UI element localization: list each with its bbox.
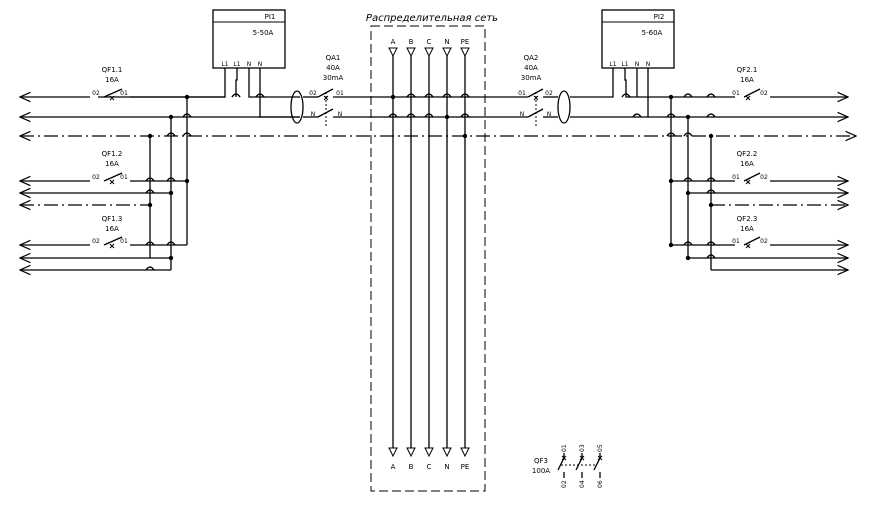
breaker-qf1-3-pin-in: 02	[92, 238, 100, 245]
breaker-qf2-2: QF2.2 16A 01 02	[732, 150, 768, 185]
meter-pi1-terminal-3: N	[247, 61, 252, 68]
bus-arrows-bottom	[388, 447, 470, 458]
breaker-qf2-1-id: QF2.1	[737, 66, 758, 74]
main-breaker-qf3-pin-04: 04	[579, 480, 586, 488]
main-breaker-qf3-pin-01: 01	[561, 444, 568, 452]
rcd-qa1-pin-1: 02	[309, 90, 317, 97]
bus-label-bottom-n: N	[444, 463, 449, 471]
rcd-qa2-pin-2: 02	[545, 90, 553, 97]
meter-pi1-terminal-4: N	[258, 61, 263, 68]
bus-label-top-n: N	[444, 38, 449, 46]
rcd-qa2-current: 40A	[524, 64, 538, 72]
breaker-qf1-3-pin-out: 01	[120, 238, 128, 245]
main-breaker-qf3-pin-02: 02	[561, 480, 568, 488]
main-breaker-qf3-pin-03: 03	[579, 444, 586, 452]
main-breaker-qf3-pin-06: 06	[597, 480, 604, 488]
breaker-qf1-3-rating: 16A	[105, 225, 119, 233]
meter-pi1: PI1 5-50A L1 L1 N N	[212, 9, 286, 69]
bus-labels-top: A B C N PE	[391, 38, 470, 46]
breaker-qf1-2: QF1.2 16A 02 01	[92, 150, 128, 185]
rcd-qa2-pin-1: 01	[518, 90, 526, 97]
rcd-qa1-leak: 30mA	[323, 74, 344, 82]
breaker-qf2-3: QF2.3 16A 01 02	[732, 215, 768, 249]
breaker-qf1-3: QF1.3 16A 02 01	[92, 215, 128, 249]
distribution-network-title: Распределительная сеть	[366, 13, 498, 24]
meter-pi1-terminal-1: L1	[221, 61, 228, 68]
rcd-qa2-pin-3: N	[520, 111, 525, 118]
distribution-network: Распределительная сеть A B C N PE	[366, 13, 498, 492]
left-wiring	[20, 68, 856, 270]
breaker-qf2-1-rating: 16A	[740, 76, 754, 84]
breaker-qf2-2-pin-out: 02	[760, 174, 768, 181]
breaker-qf2-1-pin-out: 02	[760, 90, 768, 97]
meter-pi2-id: PI2	[654, 13, 665, 21]
main-breaker-qf3: QF3 100A 01 03 05 02 04 06	[532, 444, 604, 488]
breaker-qf1-2-id: QF1.2	[102, 150, 123, 158]
rcd-qa2-pin-4: N	[547, 111, 552, 118]
breaker-qf2-2-id: QF2.2	[737, 150, 758, 158]
bus-label-top-b: B	[409, 38, 414, 46]
bus-label-bottom-b: B	[409, 463, 414, 471]
rcd-qa1-id: QA1	[326, 54, 341, 62]
breaker-qf2-2-rating: 16A	[740, 160, 754, 168]
main-breaker-qf3-pin-05: 05	[597, 444, 604, 452]
rcd-qa1-current: 40A	[326, 64, 340, 72]
breaker-qf2-1: QF2.1 16A 01 02	[732, 66, 768, 101]
bus-lines	[392, 56, 466, 448]
meter-pi2-terminal-2: L1	[621, 61, 628, 68]
breaker-qf2-3-pin-out: 02	[760, 238, 768, 245]
meter-pi2-terminal-4: N	[646, 61, 651, 68]
bus-label-top-pe: PE	[461, 38, 470, 46]
rcd-qa2-leak: 30mA	[521, 74, 542, 82]
breaker-qf1-1-id: QF1.1	[102, 66, 123, 74]
distribution-network-boundary	[370, 25, 486, 492]
wire-crossings	[388, 93, 470, 118]
bus-label-bottom-pe: PE	[461, 463, 470, 471]
breaker-qf1-3-id: QF1.3	[102, 215, 123, 223]
rcd-qa1-pin-4: N	[338, 111, 343, 118]
rcd-qa2-id: QA2	[524, 54, 539, 62]
meter-pi1-id: PI1	[265, 13, 276, 21]
breaker-qf1-1-rating: 16A	[105, 76, 119, 84]
bus-arrows-top	[388, 47, 470, 58]
main-breaker-qf3-id: QF3	[534, 457, 548, 465]
breaker-qf2-3-id: QF2.3	[737, 215, 758, 223]
rcd-qa1-pin-2: 01	[336, 90, 344, 97]
breaker-qf2-2-pin-in: 01	[732, 174, 740, 181]
bus-labels-bottom: A B C N PE	[391, 463, 470, 471]
breaker-qf1-1-pin-out: 01	[120, 90, 128, 97]
bus-label-top-a: A	[391, 38, 396, 46]
meter-pi2-rating: 5-60A	[642, 29, 663, 37]
bus-label-top-c: C	[427, 38, 432, 46]
breaker-qf2-1-pin-in: 01	[732, 90, 740, 97]
meter-pi2-terminal-1: L1	[609, 61, 616, 68]
meter-pi1-terminal-2: L1	[233, 61, 240, 68]
breaker-qf1-2-rating: 16A	[105, 160, 119, 168]
rcd-qa2: QA2 40A 30mA 01 02 N N	[393, 54, 571, 128]
breaker-qf2-3-rating: 16A	[740, 225, 754, 233]
bus-label-bottom-c: C	[427, 463, 432, 471]
breaker-qf1-1-pin-in: 02	[92, 90, 100, 97]
main-breaker-qf3-rating: 100A	[532, 467, 550, 475]
breaker-qf2-3-pin-in: 01	[732, 238, 740, 245]
breaker-qf1-2-pin-out: 01	[120, 174, 128, 181]
rcd-qa1: QA1 40A 30mA 02 01 N N	[290, 54, 447, 128]
meter-pi2: PI2 5-60A L1 L1 N N	[601, 9, 675, 69]
right-wiring	[570, 68, 848, 270]
bus-label-bottom-a: A	[391, 463, 396, 471]
rcd-qa1-pin-3: N	[311, 111, 316, 118]
meter-pi2-terminal-3: N	[635, 61, 640, 68]
breaker-qf1-2-pin-in: 02	[92, 174, 100, 181]
breaker-qf1-1: QF1.1 16A 02 01	[92, 66, 128, 101]
meter-pi1-rating: 5-50A	[253, 29, 274, 37]
